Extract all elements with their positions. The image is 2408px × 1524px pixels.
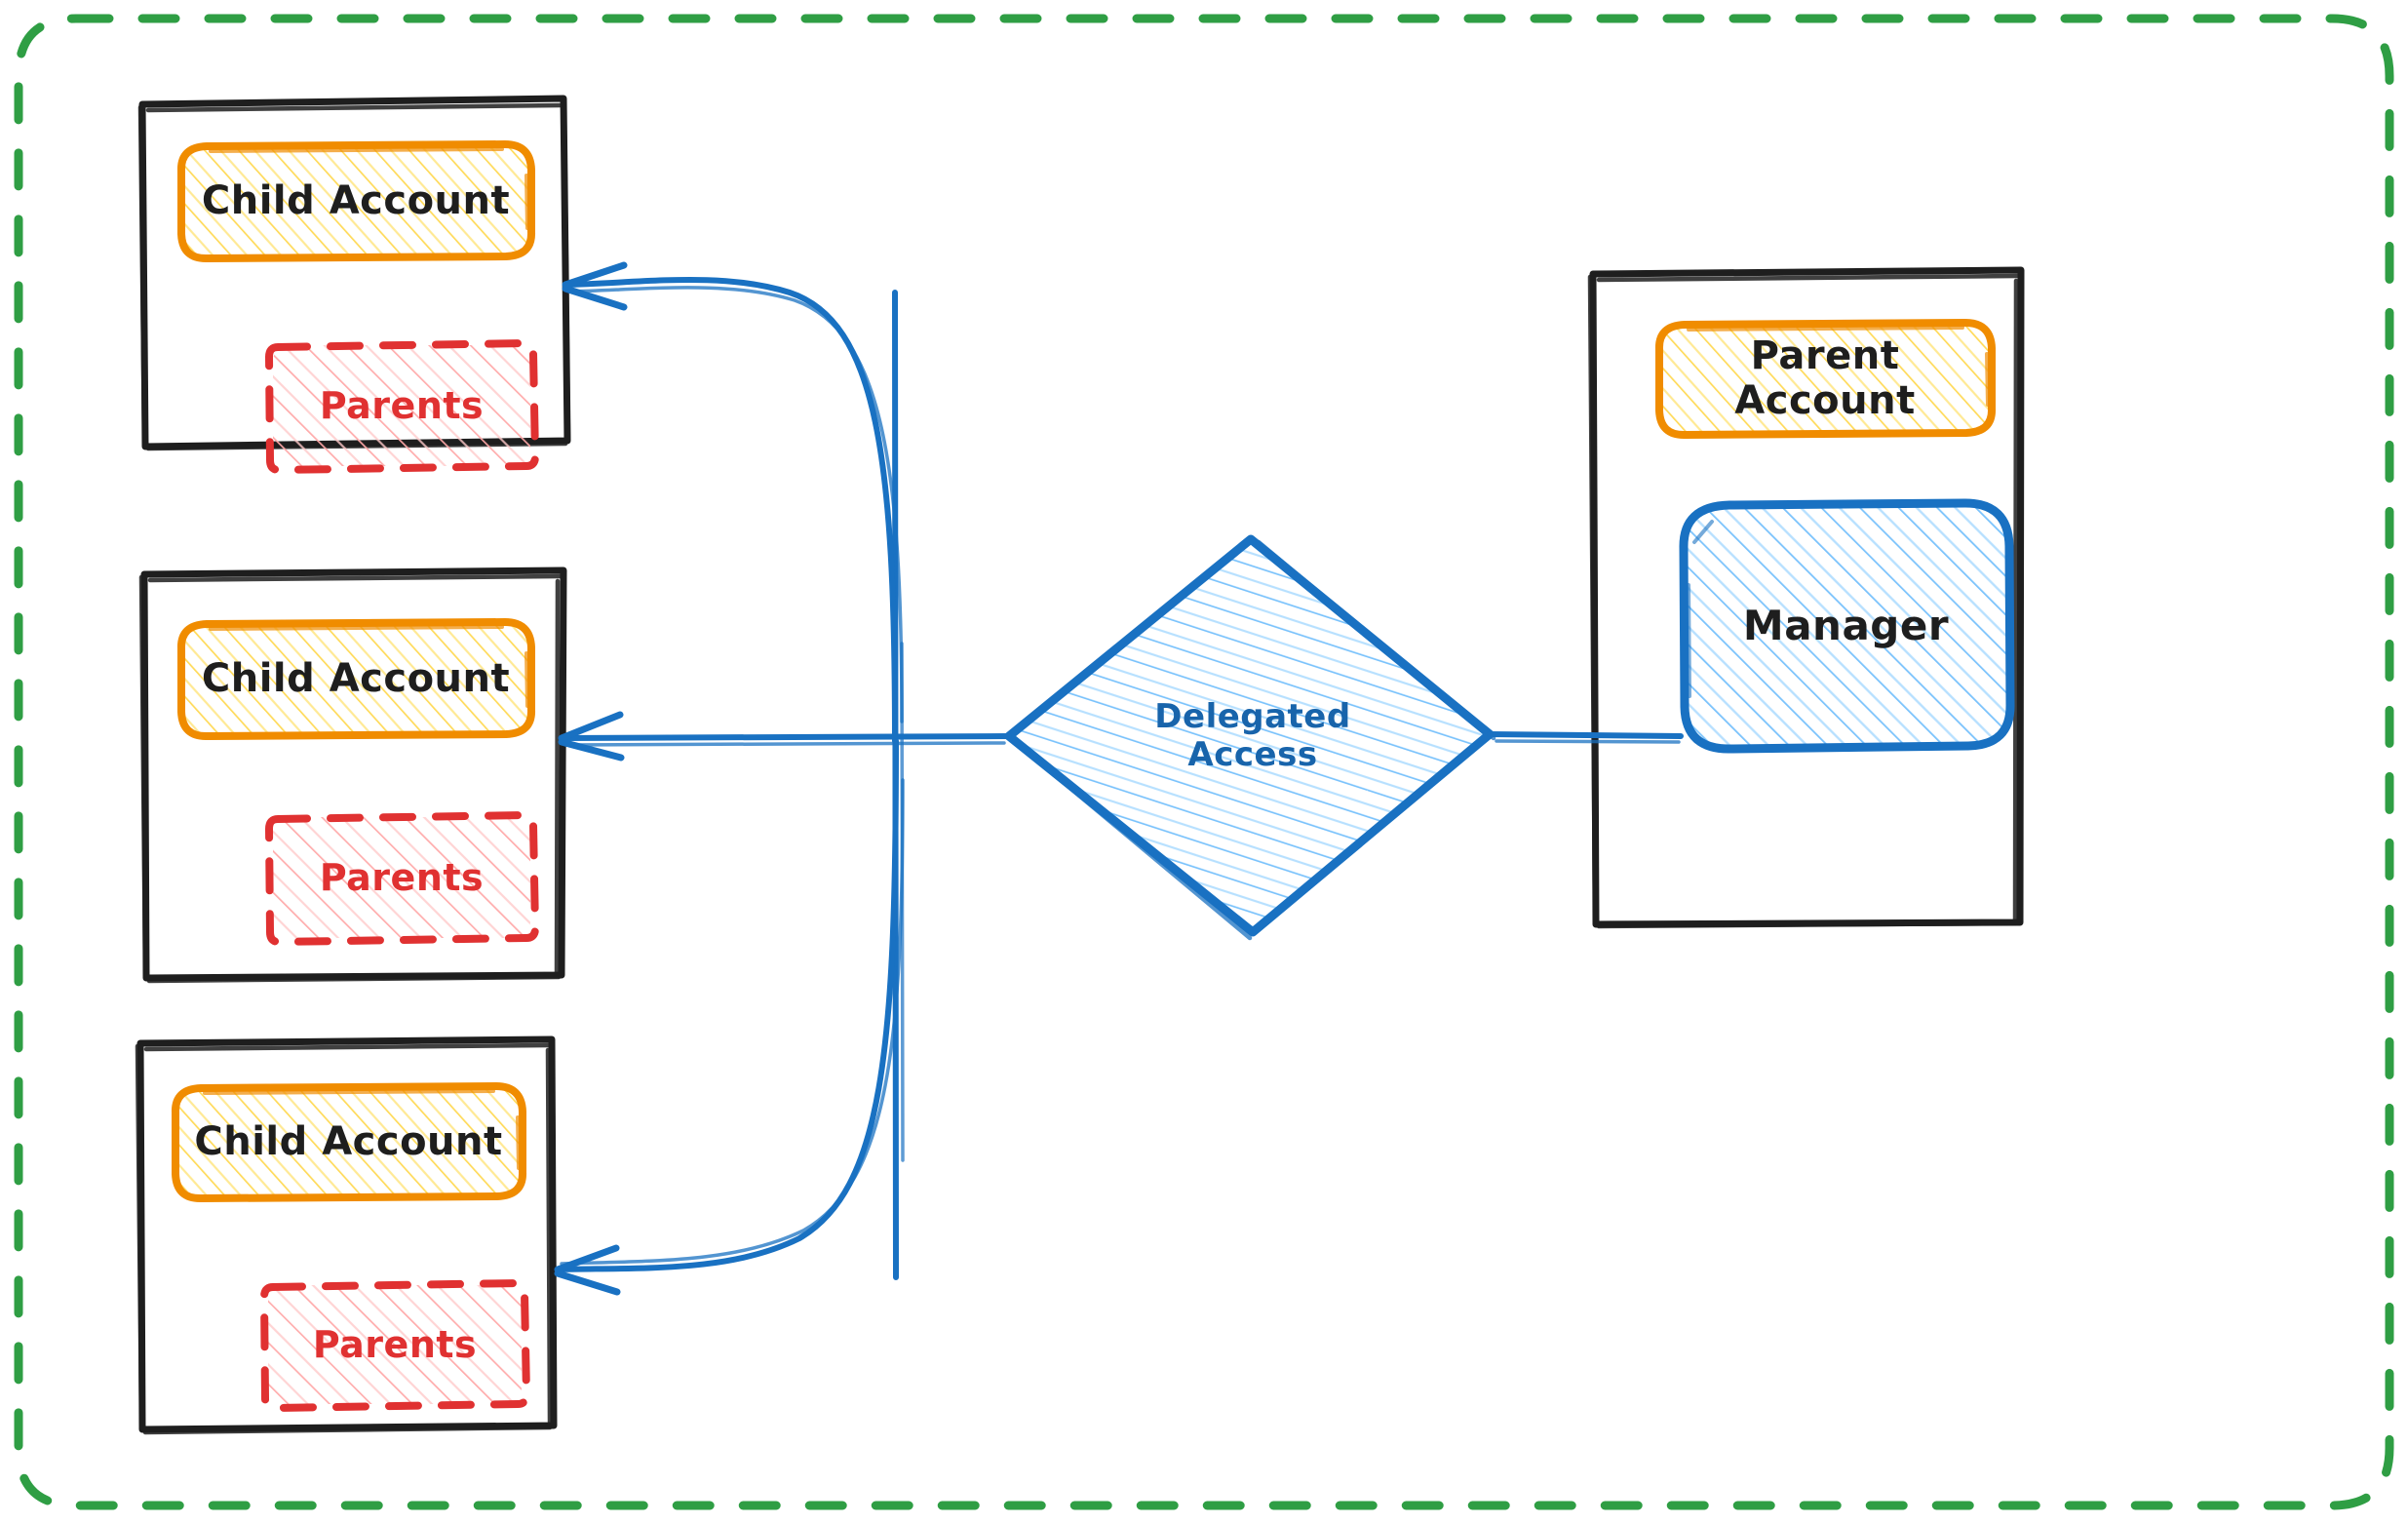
child-account-container-1-hit[interactable] (140, 98, 569, 449)
parent-account-container-hit[interactable] (1590, 270, 2021, 927)
delegated-access-diamond[interactable] (1004, 534, 1496, 941)
delegated-access-diamond-hit[interactable] (1009, 539, 1491, 933)
child-account-chip-3[interactable] (172, 1082, 526, 1203)
child-account-container-2-hit[interactable] (141, 570, 565, 982)
parents-chip-1[interactable] (264, 338, 540, 475)
child-account-container-3-hit[interactable] (137, 1039, 555, 1433)
arrow-delegated-to-child-2 (558, 711, 1012, 762)
arrow-delegated-to-child-1 (562, 261, 904, 744)
parent-account-chip[interactable] (1655, 319, 1996, 440)
child-account-chip-2[interactable] (177, 618, 535, 741)
parents-chip-3[interactable] (259, 1278, 531, 1413)
organization-boundary (14, 14, 2394, 1510)
arrow-delegated-to-child-3 (554, 738, 905, 1296)
parents-chip-2[interactable] (264, 810, 540, 947)
connector-manager-to-delegated (1487, 731, 1684, 744)
child-account-chip-1[interactable] (177, 140, 535, 263)
manager-chip[interactable] (1679, 498, 2015, 754)
